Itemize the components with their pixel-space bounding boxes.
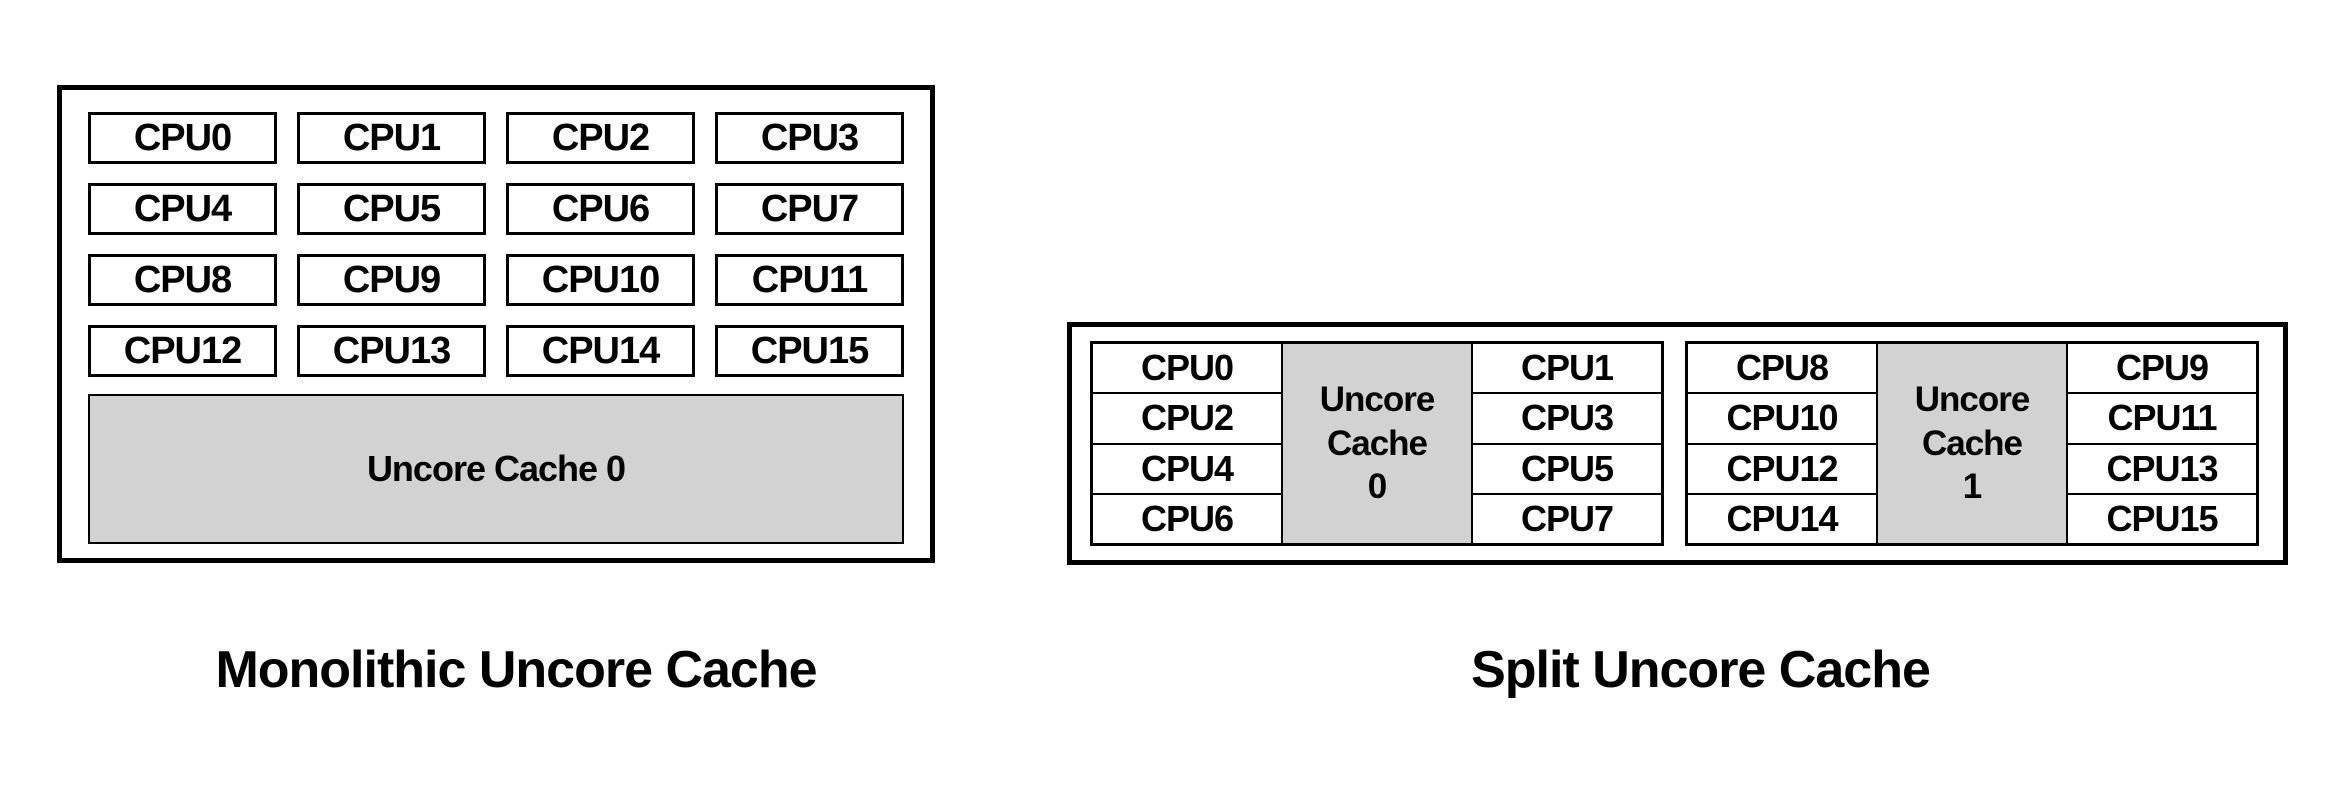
cpu-cell: CPU5 [1473,444,1661,493]
cpu-box: CPU4 [88,183,277,235]
cpu-box: CPU12 [88,325,277,377]
uncore-cache-1-label: Uncore Cache 1 [1914,379,2031,507]
cpu-cell: CPU11 [2068,394,2256,443]
cpu-box: CPU9 [297,254,486,306]
cpu-box: CPU8 [88,254,277,306]
cpu-box: CPU10 [506,254,695,306]
cpu-cell: CPU2 [1093,394,1281,443]
split-group-0-left-column: CPU0 CPU2 CPU4 CPU6 [1093,344,1281,543]
uncore-cache-0-label: Uncore Cache 0 [1319,379,1436,507]
split-caption: Split Uncore Cache [1471,641,1931,699]
cpu-box: CPU14 [506,325,695,377]
cpu-cell: CPU15 [2068,494,2256,543]
cpu-box: CPU7 [715,183,904,235]
cpu-box: CPU11 [715,254,904,306]
cpu-box: CPU13 [297,325,486,377]
cpu-box: CPU0 [88,112,277,164]
cpu-cell: CPU14 [1688,494,1876,543]
cpu-box: CPU3 [715,112,904,164]
monolithic-cpu-grid: CPU0 CPU1 CPU2 CPU3 CPU4 CPU5 CPU6 CPU7 … [88,112,904,377]
cpu-box: CPU5 [297,183,486,235]
cpu-cell: CPU3 [1473,394,1661,443]
cpu-cell: CPU7 [1473,494,1661,543]
cpu-cell: CPU9 [2068,344,2256,393]
uncore-cache-1-cell: Uncore Cache 1 [1878,344,2066,543]
cpu-cell: CPU10 [1688,394,1876,443]
cpu-box: CPU15 [715,325,904,377]
split-group-1-right-column: CPU9 CPU11 CPU13 CPU15 [2068,344,2256,543]
uncore-cache-0-box: Uncore Cache 0 [88,394,904,544]
cpu-box: CPU1 [297,112,486,164]
cpu-cell: CPU6 [1093,494,1281,543]
split-group-1: CPU8 CPU10 CPU12 CPU14 Uncore Cache 1 CP… [1685,341,2259,546]
cpu-cell: CPU0 [1093,344,1281,393]
monolithic-uncore-diagram: CPU0 CPU1 CPU2 CPU3 CPU4 CPU5 CPU6 CPU7 … [57,85,935,563]
cpu-box: CPU6 [506,183,695,235]
cpu-box: CPU2 [506,112,695,164]
split-group-0: CPU0 CPU2 CPU4 CPU6 Uncore Cache 0 CPU1 … [1090,341,1664,546]
cpu-cell: CPU8 [1688,344,1876,393]
cpu-cell: CPU4 [1093,444,1281,493]
cpu-cell: CPU12 [1688,444,1876,493]
monolithic-caption: Monolithic Uncore Cache [215,641,817,699]
split-group-1-left-column: CPU8 CPU10 CPU12 CPU14 [1688,344,1876,543]
split-uncore-diagram: CPU0 CPU2 CPU4 CPU6 Uncore Cache 0 CPU1 … [1067,322,2288,565]
cpu-cell: CPU1 [1473,344,1661,393]
cpu-cell: CPU13 [2068,444,2256,493]
split-group-0-right-column: CPU1 CPU3 CPU5 CPU7 [1473,344,1661,543]
uncore-cache-0-cell: Uncore Cache 0 [1283,344,1471,543]
